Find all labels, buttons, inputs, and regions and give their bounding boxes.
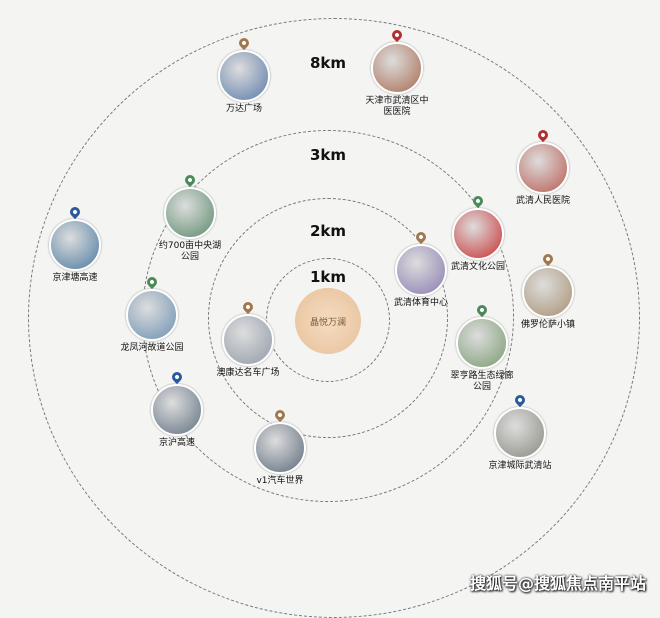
poi-label: 武清人民医院	[515, 196, 570, 206]
poi-label: 武清体育中心	[393, 298, 448, 308]
poi-marker[interactable]: 京津塘高速	[25, 204, 125, 284]
project-logo: 晶悦万澜	[295, 288, 361, 354]
map-pin-icon	[169, 369, 185, 385]
poi-marker[interactable]: 京津城际武清站	[470, 392, 570, 472]
poi-photo	[151, 384, 203, 436]
poi-label: 天津市武清区中医医院	[365, 96, 429, 117]
map-pin-icon	[240, 299, 256, 315]
ring-label-3km: 3km	[309, 146, 347, 164]
poi-marker[interactable]: 京沪高速	[127, 369, 227, 449]
poi-photo	[456, 317, 508, 369]
poi-label: 佛罗伦萨小镇	[520, 320, 575, 330]
ring-label-8km: 8km	[309, 54, 347, 72]
map-pin-icon	[236, 35, 252, 51]
poi-photo	[222, 314, 274, 366]
poi-marker[interactable]: 天津市武清区中医医院	[347, 27, 447, 118]
map-pin-icon	[272, 407, 288, 423]
map-pin-icon	[413, 229, 429, 245]
poi-photo	[452, 208, 504, 260]
poi-photo	[371, 42, 423, 94]
poi-label: 翠亨路生态绿廊公园	[450, 371, 514, 392]
poi-photo	[522, 266, 574, 318]
poi-photo	[218, 50, 270, 102]
poi-label: 武清文化公园	[450, 262, 505, 272]
map-pin-icon	[144, 274, 160, 290]
poi-marker[interactable]: 万达广场	[194, 35, 294, 115]
map-pin-icon	[512, 392, 528, 408]
poi-photo	[126, 289, 178, 341]
map-pin-icon	[182, 172, 198, 188]
poi-label: 澳康达名车广场	[216, 368, 280, 378]
poi-photo	[395, 244, 447, 296]
map-pin-icon	[470, 193, 486, 209]
map-pin-icon	[535, 127, 551, 143]
map-pin-icon	[474, 302, 490, 318]
poi-marker[interactable]: 翠亨路生态绿廊公园	[432, 302, 532, 393]
poi-label: v1汽车世界	[256, 476, 304, 486]
poi-marker[interactable]: 武清体育中心	[371, 229, 471, 309]
poi-marker[interactable]: 约700亩中央湖公园	[140, 172, 240, 263]
poi-label: 京津塘高速	[52, 273, 98, 283]
poi-photo	[494, 407, 546, 459]
watermark: 搜狐号@搜狐焦点南平站	[469, 574, 646, 593]
poi-marker[interactable]: 武清文化公园	[428, 193, 528, 273]
poi-label: 龙凤河故道公园	[120, 343, 184, 353]
poi-marker[interactable]: 武清人民医院	[493, 127, 593, 207]
poi-photo	[517, 142, 569, 194]
poi-marker[interactable]: 龙凤河故道公园	[102, 274, 202, 354]
poi-marker[interactable]: v1汽车世界	[230, 407, 330, 487]
poi-marker[interactable]: 佛罗伦萨小镇	[498, 251, 598, 331]
map-pin-icon	[389, 27, 405, 43]
poi-label: 京津城际武清站	[488, 461, 552, 471]
poi-photo	[49, 219, 101, 271]
poi-label: 京沪高速	[158, 438, 195, 448]
poi-label: 约700亩中央湖公园	[158, 241, 222, 262]
ring-label-1km: 1km	[309, 268, 347, 286]
ring-1km	[266, 258, 390, 382]
map-pin-icon	[67, 204, 83, 220]
poi-photo	[164, 187, 216, 239]
ring-2km	[208, 198, 448, 438]
ring-label-2km: 2km	[309, 222, 347, 240]
poi-label: 万达广场	[225, 104, 262, 114]
poi-marker[interactable]: 澳康达名车广场	[198, 299, 298, 379]
poi-photo	[254, 422, 306, 474]
map-pin-icon	[540, 251, 556, 267]
logo-text: 晶悦万澜	[309, 317, 346, 328]
